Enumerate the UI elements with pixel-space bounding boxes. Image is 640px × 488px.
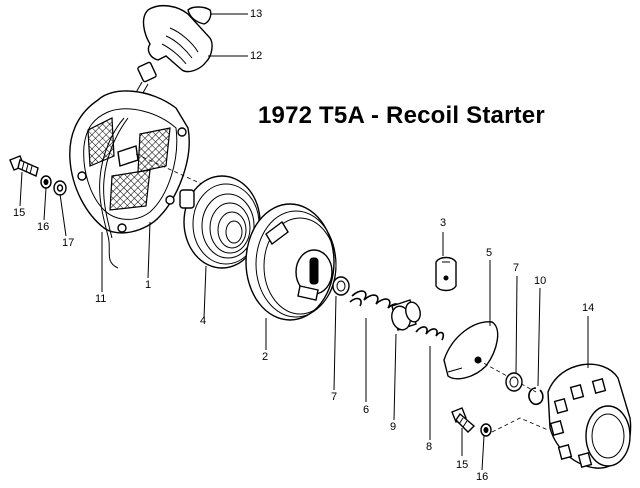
starter-cup-part-14 xyxy=(547,363,632,469)
callout-15-lower: 15 xyxy=(456,459,469,471)
callout-1: 1 xyxy=(145,279,152,291)
callout-2: 2 xyxy=(262,351,269,363)
leader-lines xyxy=(19,13,589,471)
ratchet-plate-part-5 xyxy=(443,321,537,393)
callout-9: 9 xyxy=(390,421,397,433)
washer-part-7-upper xyxy=(505,372,523,392)
bolt-part-15-left xyxy=(9,155,39,177)
callout-16-lower: 16 xyxy=(476,471,489,483)
circlip-part-10 xyxy=(528,387,544,406)
callout-11: 11 xyxy=(95,293,107,305)
bolt-part-15-right xyxy=(451,407,476,433)
callout-17: 17 xyxy=(62,237,75,249)
sleeve-part-9 xyxy=(391,299,421,331)
callout-14: 14 xyxy=(582,302,595,314)
callout-4: 4 xyxy=(200,315,207,327)
callout-5: 5 xyxy=(486,247,493,259)
callout-15: 15 xyxy=(13,207,26,219)
callout-10: 10 xyxy=(534,275,547,287)
starter-rope-part-11 xyxy=(99,117,125,269)
grip-cap-part-13 xyxy=(187,6,212,25)
callout-7-lower: 7 xyxy=(331,391,338,403)
reel-part-2 xyxy=(245,203,337,321)
pawl-part-3 xyxy=(435,256,457,292)
callout-3: 3 xyxy=(440,217,447,229)
washer-part-17 xyxy=(53,180,67,196)
washer-part-7-lower xyxy=(332,276,350,296)
spring-part-8 xyxy=(415,326,445,341)
callout-13: 13 xyxy=(250,8,263,20)
callout-12: 12 xyxy=(250,50,263,62)
callout-7-upper: 7 xyxy=(513,262,520,274)
spring-part-6 xyxy=(349,290,400,313)
diagram-title: 1972 T5A - Recoil Starter xyxy=(258,102,545,129)
callout-8: 8 xyxy=(426,441,433,453)
callout-6: 6 xyxy=(363,404,370,416)
washer-part-16-right xyxy=(480,423,492,437)
washer-part-16-left xyxy=(40,175,52,189)
callout-16: 16 xyxy=(37,221,50,233)
